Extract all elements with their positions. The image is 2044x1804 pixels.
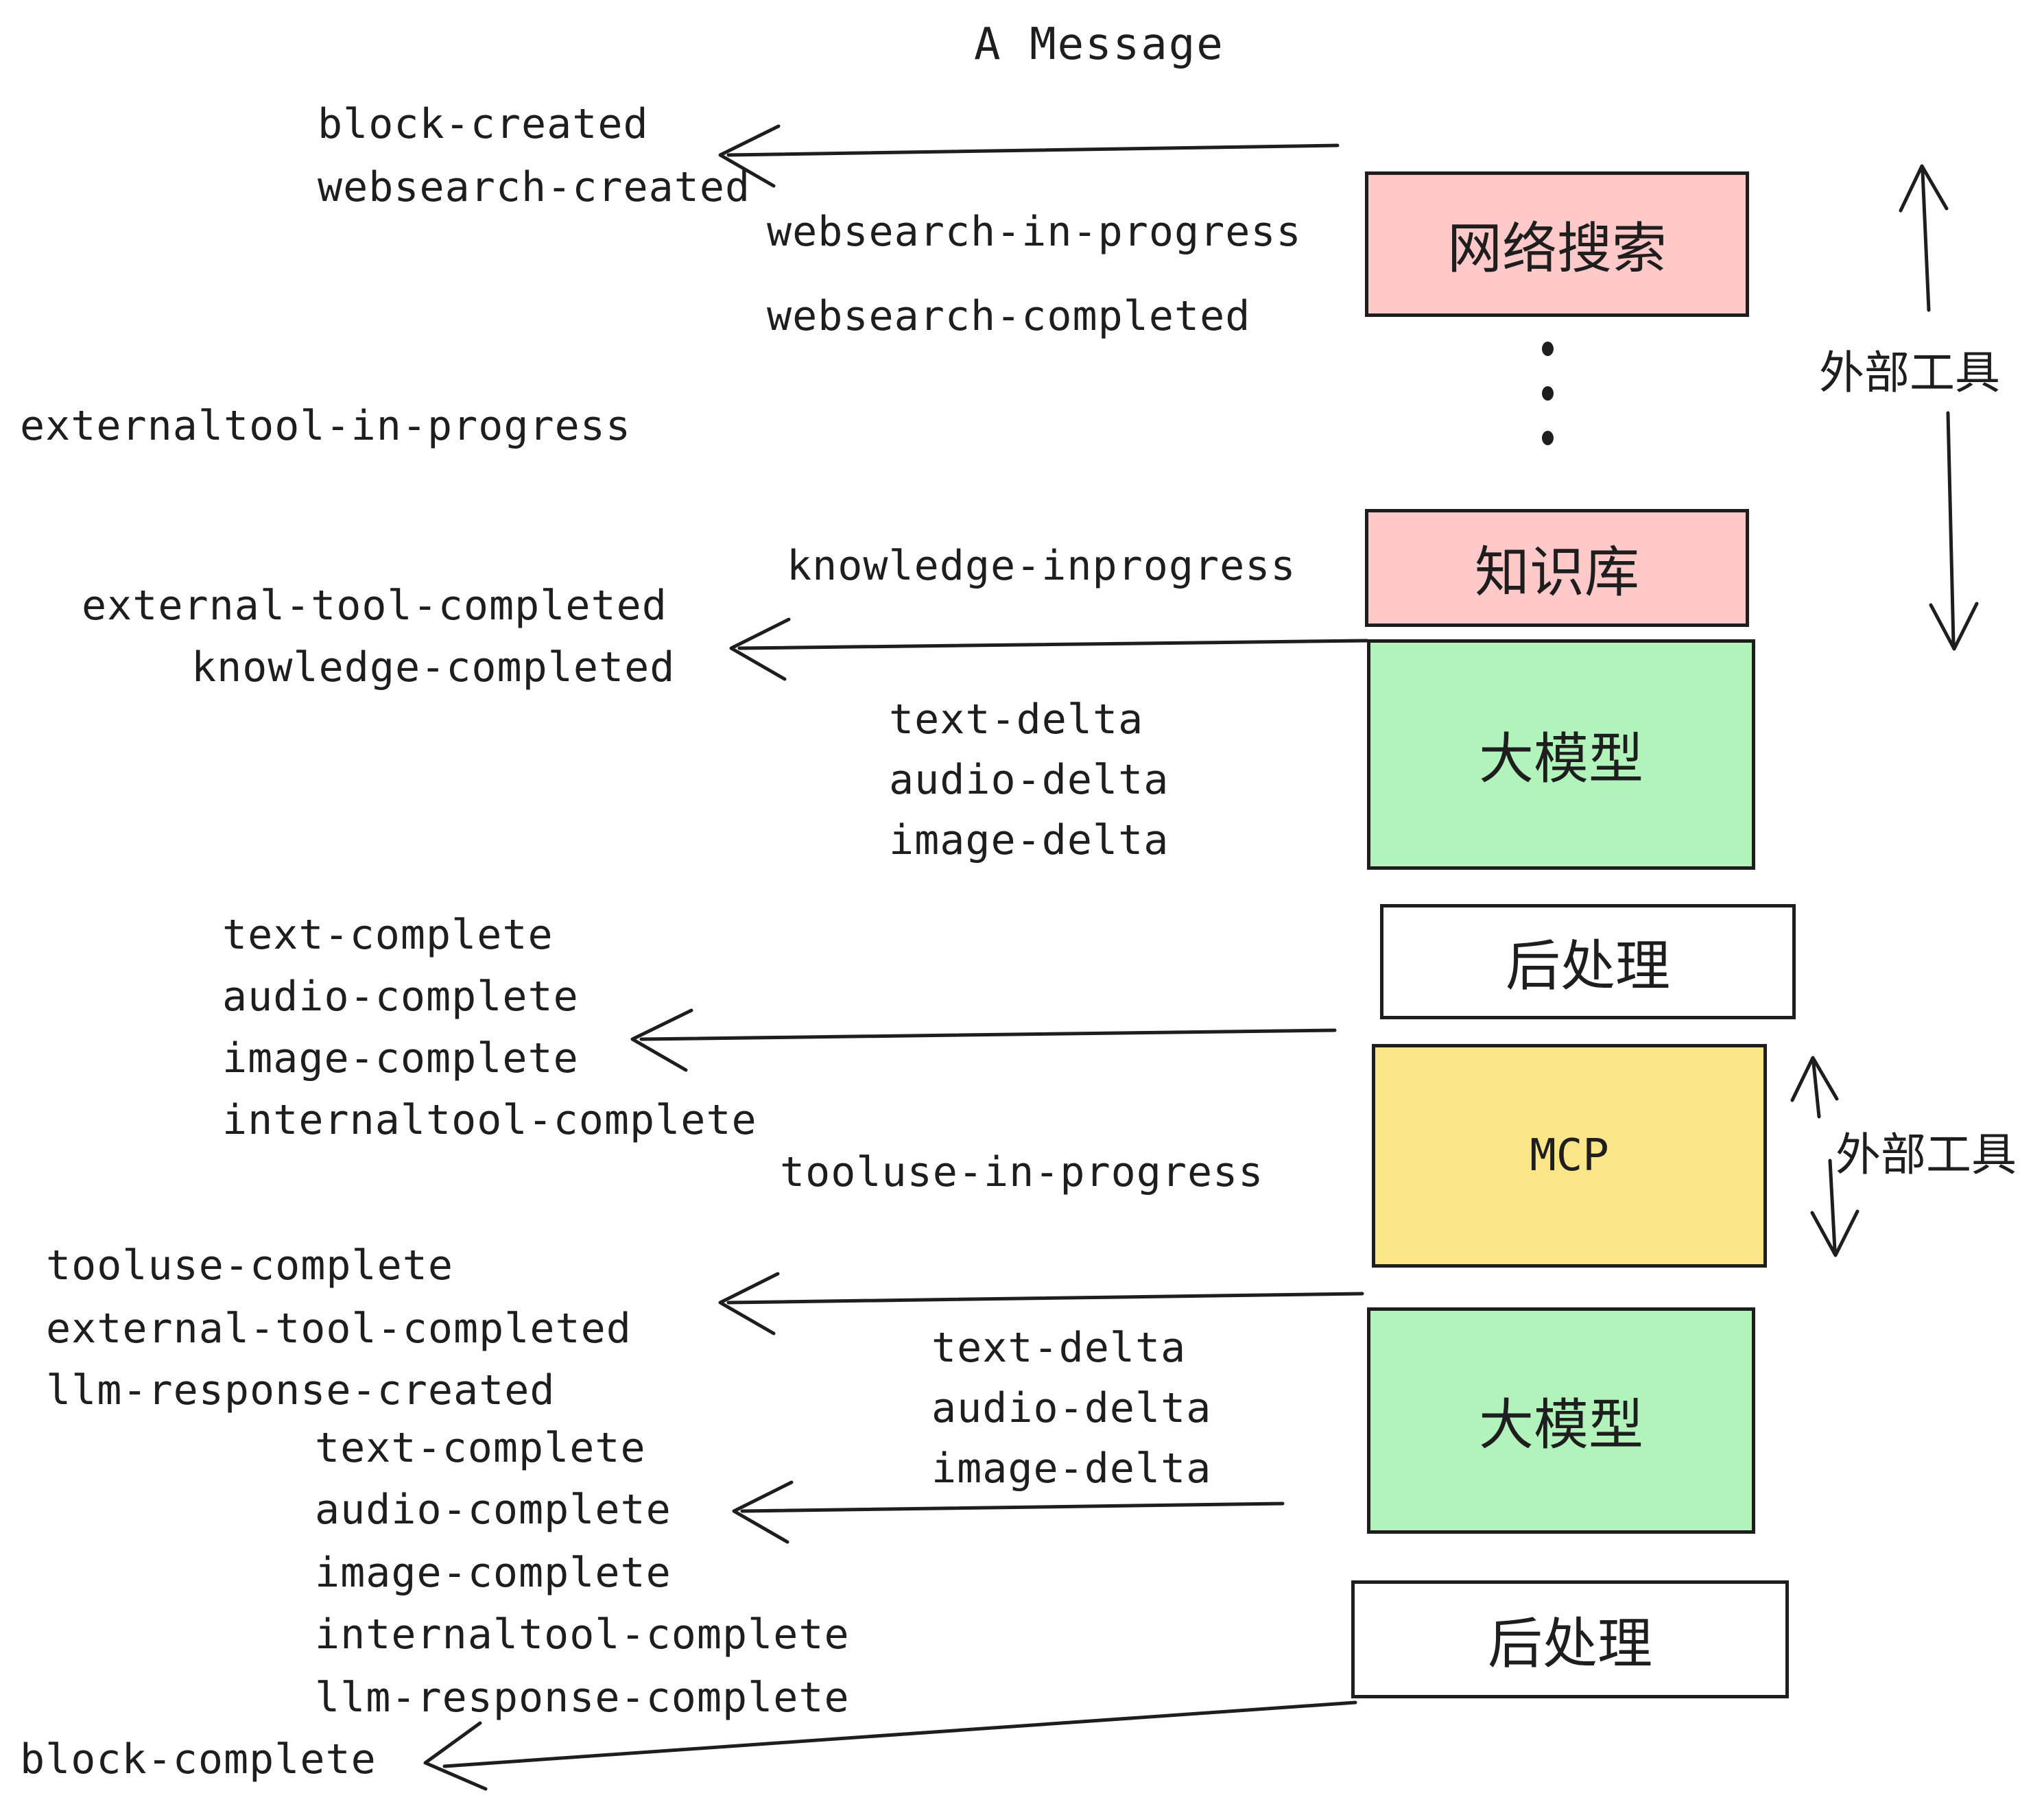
external-tools-top-up-arrow [1899,164,1949,312]
box-post-processing-2: 后处理 [1351,1580,1789,1698]
box-knowledge-label: 知识库 [1475,542,1639,603]
external-tools-label-top: 外部工具 [1819,347,2000,398]
event-label-text-complete-2: text-complete [315,1424,646,1472]
box-websearch-label: 网络搜索 [1447,218,1667,279]
arrow-to-image-complete [630,1008,1337,1072]
event-label-tooluse-in-progress: tooluse-in-progress [780,1148,1264,1196]
page-title: A Message [974,19,1224,70]
ellipsis-dot: • [1542,386,1554,401]
event-label-text-complete-1: text-complete [222,911,554,959]
event-label-audio-complete-1: audio-complete [222,973,579,1021]
box-llm-1-label: 大模型 [1479,728,1643,790]
event-label-image-complete-2: image-complete [315,1549,672,1597]
event-label-websearch-in-progress: websearch-in-progress [767,208,1302,256]
box-llm-2-label: 大模型 [1479,1394,1643,1456]
box-llm-1: 大模型 [1367,639,1755,870]
event-label-externaltool-in-progress: externaltool-in-progress [20,402,631,450]
event-label-text-delta-2: text-delta [931,1324,1187,1372]
box-mcp: MCP [1372,1044,1767,1268]
vertical-ellipsis: • • • [1542,342,1554,445]
event-label-internaltool-complete-2: internaltool-complete [315,1611,850,1659]
event-label-external-tool-completed-2: external-tool-completed [46,1305,632,1353]
event-label-image-delta-2: image-delta [931,1445,1212,1493]
event-label-knowledge-completed: knowledge-completed [191,643,676,691]
event-label-tooluse-complete: tooluse-complete [46,1242,453,1290]
ellipsis-dot: • [1542,431,1554,445]
event-label-llm-response-created: llm-response-created [46,1366,556,1414]
event-label-image-delta-1: image-delta [889,816,1169,864]
event-label-internaltool-complete-1: internaltool-complete [222,1096,757,1144]
event-label-block-created: block-created [318,100,649,148]
event-label-llm-response-complete: llm-response-complete [315,1674,850,1722]
event-label-audio-delta-1: audio-delta [889,756,1169,804]
box-post-processing-1: 后处理 [1380,904,1796,1019]
box-post-processing-1-label: 后处理 [1506,936,1670,997]
arrow-to-knowledge-completed [729,617,1369,681]
ellipsis-dot: • [1542,342,1554,356]
box-websearch: 网络搜索 [1365,171,1749,317]
box-post-processing-2-label: 后处理 [1488,1613,1652,1674]
event-label-external-tool-completed-1: external-tool-completed [82,582,667,630]
external-tools-mid-up-arrow [1790,1056,1839,1119]
event-label-block-complete: block-complete [20,1735,377,1783]
event-label-image-complete-1: image-complete [222,1034,579,1082]
box-knowledge: 知识库 [1365,509,1749,627]
box-mcp-label: MCP [1530,1130,1609,1181]
external-tools-label-mid: 外部工具 [1835,1129,2017,1180]
arrow-to-block-created [718,124,1340,188]
event-label-websearch-completed: websearch-completed [767,292,1251,340]
event-label-websearch-created: websearch-created [318,163,751,211]
event-label-audio-delta-2: audio-delta [931,1384,1212,1432]
event-label-knowledge-inprogress: knowledge-inprogress [787,542,1296,590]
event-label-text-delta-1: text-delta [889,696,1144,744]
external-tools-top-down-arrow [1929,411,1979,651]
event-label-audio-complete-2: audio-complete [315,1486,672,1534]
box-llm-2: 大模型 [1367,1307,1755,1534]
